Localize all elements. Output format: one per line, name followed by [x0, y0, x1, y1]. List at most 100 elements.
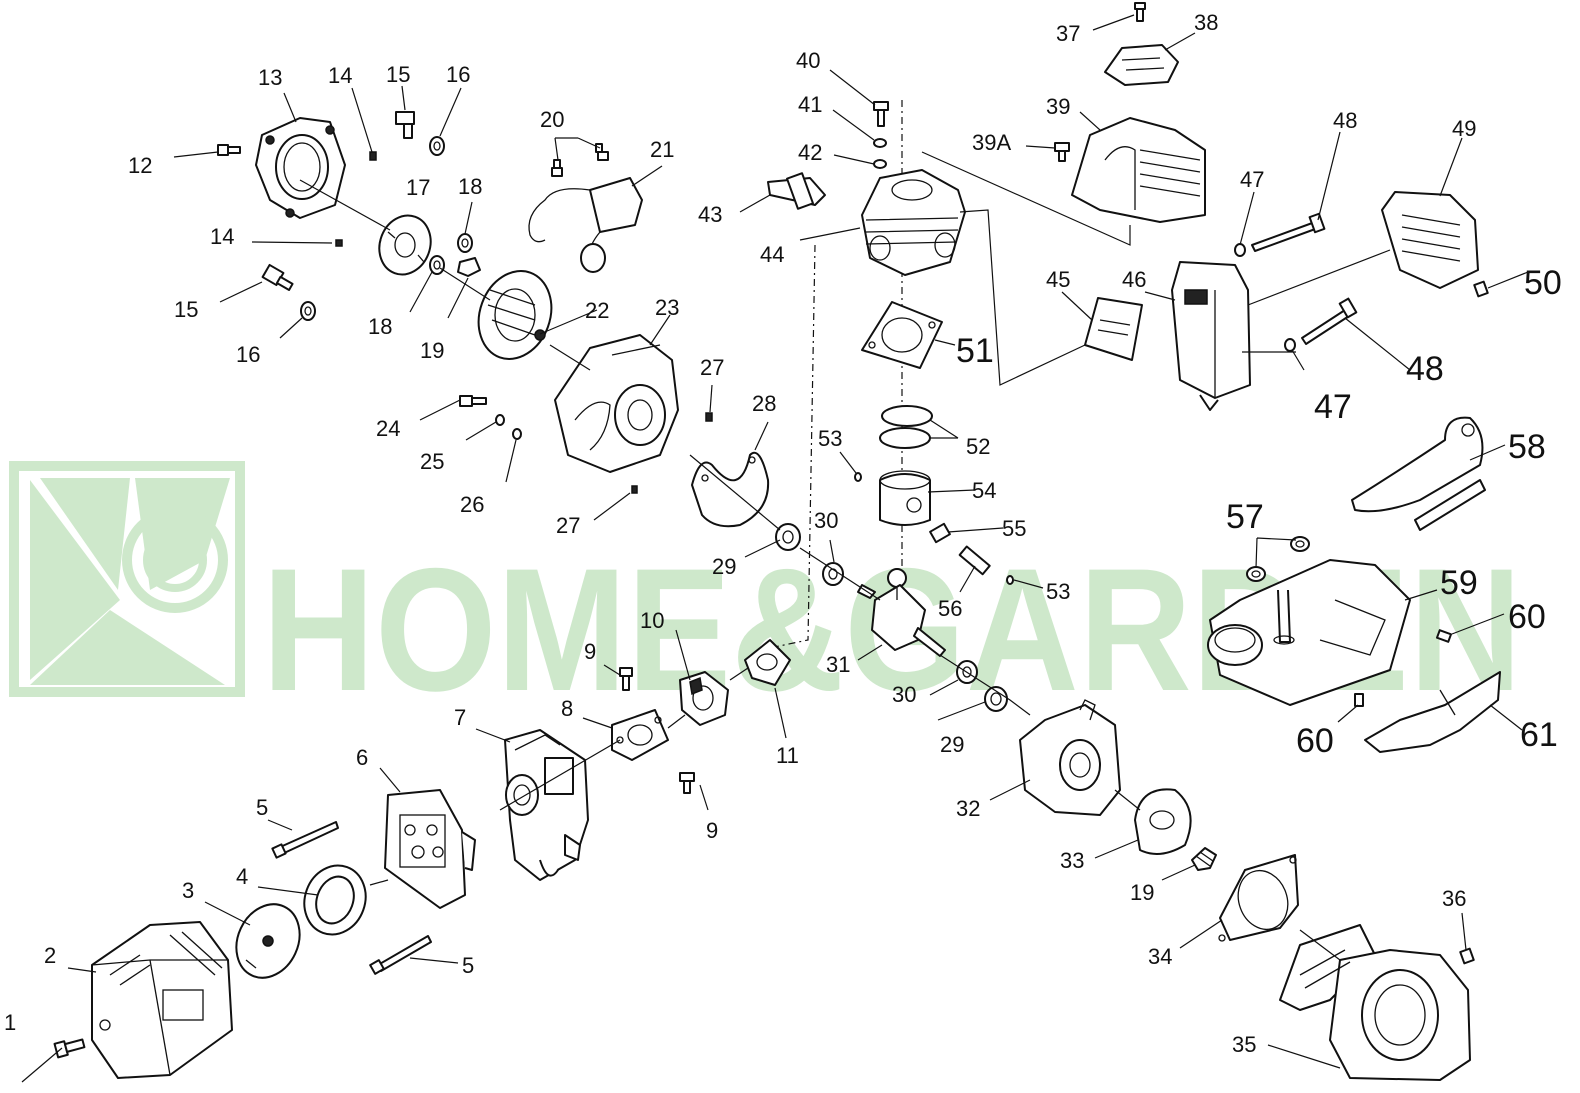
- label-18-upper: 18: [458, 174, 482, 199]
- label-5-upper: 5: [256, 795, 268, 820]
- label-10: 10: [640, 608, 664, 633]
- part-52-piston-rings: [879, 405, 933, 449]
- label-1: 1: [4, 1010, 16, 1035]
- part-51-cylinder-gasket: [861, 301, 943, 369]
- part-58-tank-bracket: [1351, 416, 1486, 531]
- label-61: 61: [1520, 716, 1558, 754]
- part-21-ignition-coil: [528, 177, 643, 273]
- part-29-bearing-upper: [775, 523, 801, 551]
- part-15-stud-lower: [261, 263, 294, 291]
- label-19-lower: 19: [1130, 880, 1154, 905]
- part-19-nut-lower: [1191, 847, 1217, 871]
- label-57: 57: [1226, 498, 1264, 536]
- part-8-gasket: [611, 709, 669, 761]
- part-59-fuel-tank: [1207, 559, 1411, 706]
- label-47-upper: 47: [1240, 167, 1264, 192]
- part-5-long-bolt-lower: [369, 935, 432, 975]
- part-56-piston-pin: [958, 545, 991, 576]
- label-60-upper: 60: [1508, 598, 1546, 636]
- part-26-ring: [512, 428, 522, 440]
- label-15-upper: 15: [386, 62, 410, 87]
- label-53-lower: 53: [1046, 579, 1070, 604]
- label-34: 34: [1148, 944, 1172, 969]
- part-9-screw-lower: [679, 772, 695, 794]
- label-14-upper: 14: [328, 63, 352, 88]
- label-36: 36: [1442, 886, 1466, 911]
- label-39A: 39A: [972, 130, 1011, 155]
- part-25-ring: [495, 414, 505, 426]
- watermark-logo: [9, 461, 245, 697]
- part-38-top-cap: [1104, 44, 1179, 86]
- label-30-upper: 30: [814, 508, 838, 533]
- part-5-long-bolt-upper: [271, 821, 339, 859]
- part-24-bolt: [459, 395, 487, 407]
- label-31: 31: [826, 652, 850, 677]
- part-39-cylinder-cover: [1071, 117, 1206, 223]
- leader-lines: [21, 14, 1529, 1083]
- label-53-upper: 53: [818, 426, 842, 451]
- label-42: 42: [798, 140, 822, 165]
- label-19-upper: 19: [420, 338, 444, 363]
- label-14-lower: 14: [210, 224, 234, 249]
- part-6-air-filter-base: [384, 789, 476, 909]
- label-23: 23: [655, 295, 679, 320]
- part-29-bearing-lower: [984, 686, 1008, 712]
- label-13: 13: [258, 65, 282, 90]
- part-10-intake-manifold: [679, 671, 729, 726]
- part-3-filter-plate: [235, 903, 301, 979]
- part-50-screw: [1473, 280, 1489, 298]
- label-17: 17: [406, 175, 430, 200]
- label-59: 59: [1440, 564, 1478, 602]
- part-47-ring-upper: [1234, 243, 1246, 257]
- label-48-upper: 48: [1333, 108, 1357, 133]
- part-22-flywheel: [477, 270, 553, 360]
- part-42-washer: [873, 159, 887, 169]
- part-60-screw-lower: [1354, 693, 1364, 707]
- label-46: 46: [1122, 267, 1146, 292]
- part-53-clip-upper: [854, 472, 862, 482]
- label-60-lower: 60: [1296, 722, 1334, 760]
- label-4: 4: [236, 864, 248, 889]
- part-53-clip-lower: [1006, 575, 1014, 585]
- part-16-washer-lower: [300, 301, 316, 321]
- label-47-lower: 47: [1314, 388, 1352, 426]
- label-33: 33: [1060, 848, 1084, 873]
- part-30-seal-upper: [822, 562, 844, 586]
- label-3: 3: [182, 878, 194, 903]
- label-50: 50: [1524, 264, 1562, 302]
- part-11-insulator-gasket: [744, 639, 791, 686]
- label-12: 12: [128, 153, 152, 178]
- part-17-starter-pulley: [378, 214, 432, 276]
- label-9-upper: 9: [584, 639, 596, 664]
- part-7-carburetor: [504, 729, 589, 881]
- label-27-lower: 27: [556, 513, 580, 538]
- part-47-ring-lower: [1284, 338, 1296, 352]
- part-1-screw: [53, 1038, 86, 1059]
- label-43: 43: [698, 202, 722, 227]
- label-48-lower: 48: [1406, 350, 1444, 388]
- label-29-lower: 29: [940, 732, 964, 757]
- part-37-screw: [1134, 2, 1146, 22]
- label-6: 6: [356, 745, 368, 770]
- label-54: 54: [972, 478, 996, 503]
- label-32: 32: [956, 796, 980, 821]
- label-16-upper: 16: [446, 62, 470, 87]
- label-26: 26: [460, 492, 484, 517]
- label-52: 52: [966, 434, 990, 459]
- part-20-screws: [551, 143, 609, 177]
- part-54-piston: [879, 470, 931, 526]
- label-9-lower: 9: [706, 818, 718, 843]
- part-13-starter-housing: [255, 117, 346, 219]
- label-11: 11: [776, 743, 799, 768]
- part-32-crankcase-right: [1019, 699, 1121, 816]
- label-15-lower: 15: [174, 297, 198, 322]
- part-46-muffler: [1171, 261, 1251, 411]
- label-39: 39: [1046, 94, 1070, 119]
- label-58: 58: [1508, 428, 1546, 466]
- part-18-washer-lower: [429, 255, 445, 275]
- label-49: 49: [1452, 116, 1476, 141]
- label-45: 45: [1046, 267, 1070, 292]
- part-48-bolt-lower: [1301, 297, 1358, 345]
- label-16-lower: 16: [236, 342, 260, 367]
